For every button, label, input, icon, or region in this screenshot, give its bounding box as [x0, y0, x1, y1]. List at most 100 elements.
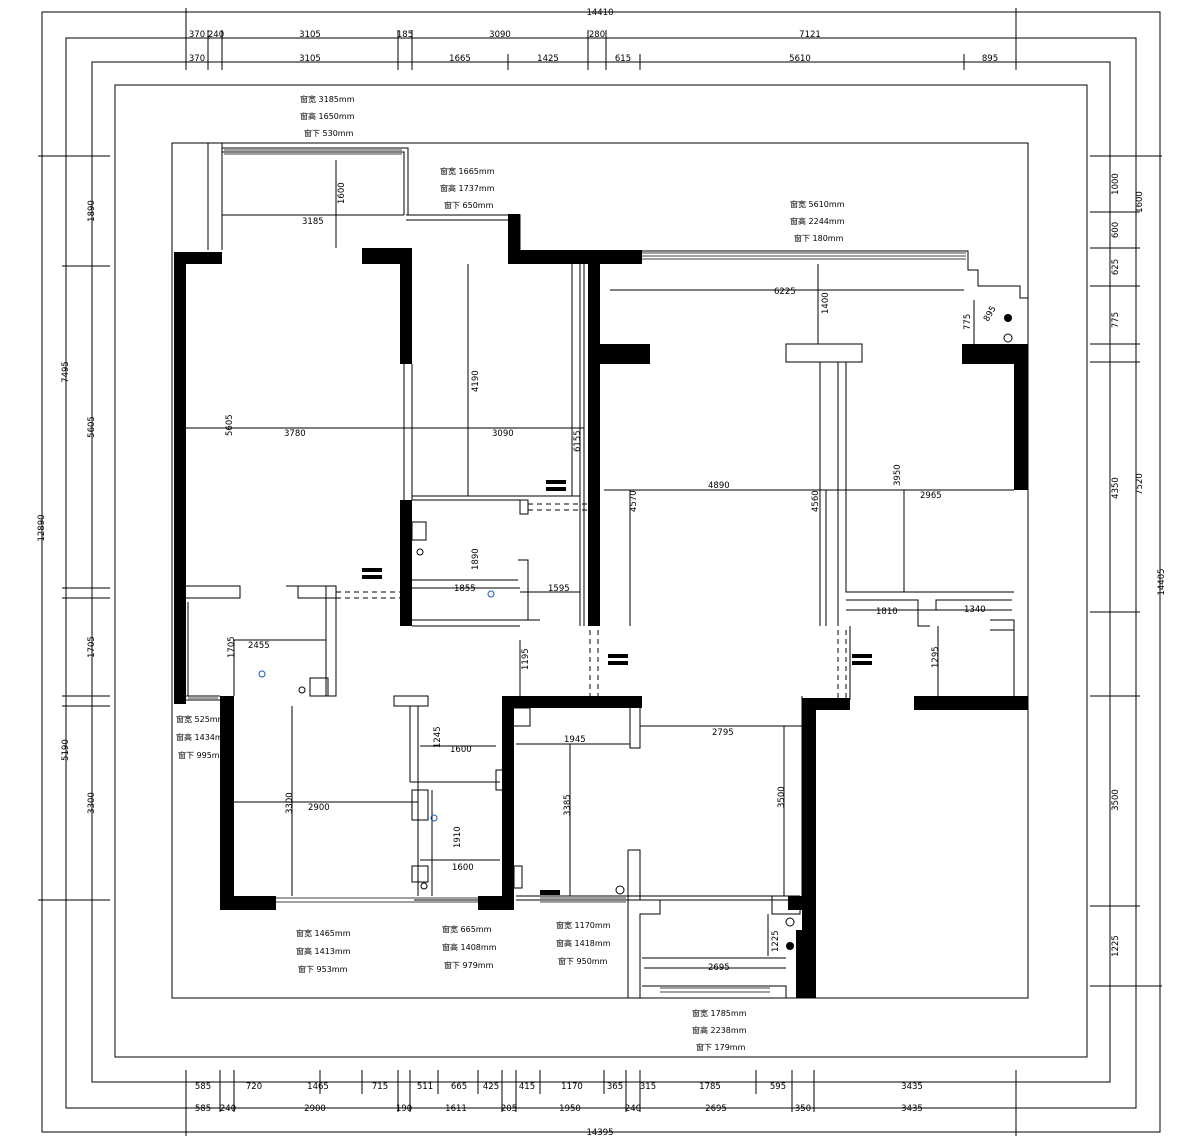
window-note: 窗宽 525mm 窗高 1434mm 窗下 995mm — [176, 714, 231, 760]
fixtures — [258, 314, 1013, 950]
top-dim: 185 — [397, 30, 413, 40]
room-dim: 2695 — [708, 963, 730, 973]
right-dim: 625 — [1111, 259, 1121, 275]
svg-text:窗高 2238mm: 窗高 2238mm — [692, 1025, 747, 1035]
bottom-total-dim: 14395 — [586, 1128, 613, 1138]
room-dim: 895 — [982, 304, 999, 323]
svg-text:窗下 179mm: 窗下 179mm — [696, 1042, 746, 1052]
room-dim: 1600 — [337, 182, 347, 204]
room-dim: 6155 — [573, 430, 583, 452]
electrical-panel-icon — [362, 480, 872, 665]
room-dim: 2965 — [920, 491, 942, 501]
plan-area: 窗宽 3185mm 窗高 1650mm 窗下 530mm 窗宽 1665mm 窗… — [171, 94, 1029, 1052]
svg-text:窗下 979mm: 窗下 979mm — [444, 960, 494, 970]
room-dim: 3950 — [893, 464, 903, 486]
room-dim: 1705 — [227, 636, 237, 658]
room-dim: 4560 — [811, 490, 821, 512]
left-dim: 5190 — [61, 739, 71, 761]
right-dim: 1600 — [1135, 191, 1145, 213]
top-dim: 370 — [189, 30, 205, 40]
room-dim: 1600 — [450, 745, 472, 755]
left-dim: 5605 — [87, 416, 97, 438]
svg-text:窗下 180mm: 窗下 180mm — [794, 233, 844, 243]
right-dim: 1000 — [1111, 173, 1121, 195]
bottom-dim: 511 — [417, 1082, 433, 1092]
window-note: 窗宽 5610mm 窗高 2244mm 窗下 180mm — [790, 199, 845, 243]
top-dim: 1665 — [449, 54, 471, 64]
room-dim: 1855 — [454, 584, 476, 594]
bottom-dim: 240 — [220, 1104, 236, 1114]
room-dim: 775 — [963, 314, 973, 330]
room-dim: 1600 — [452, 863, 474, 873]
bottom-dim: 595 — [770, 1082, 786, 1092]
svg-text:窗宽 1465mm: 窗宽 1465mm — [296, 928, 351, 938]
right-total-dim: 14405 — [1157, 568, 1167, 595]
pipe-icon — [786, 942, 794, 950]
room-dim: 1195 — [521, 648, 531, 670]
top-dim: 240 — [208, 30, 224, 40]
bottom-dim: 350 — [795, 1104, 811, 1114]
top-dim: 280 — [589, 30, 605, 40]
room-dim: 1295 — [931, 646, 941, 668]
balcony-outline — [207, 143, 521, 262]
svg-text:窗下 950mm: 窗下 950mm — [558, 956, 608, 966]
bottom-dim: 3435 — [901, 1104, 923, 1114]
bottom-ticks — [185, 1070, 1017, 1136]
bottom-dim: 1950 — [559, 1104, 581, 1114]
svg-text:窗宽 3185mm: 窗宽 3185mm — [300, 94, 355, 104]
top-dim: 5610 — [789, 54, 811, 64]
room-dim: 1810 — [876, 607, 898, 617]
room-dim: 5605 — [225, 414, 235, 436]
room-dimensions: 3185 1600 3780 5605 4190 3090 6155 6225 … — [225, 182, 999, 973]
room-dim: 1945 — [564, 735, 586, 745]
window-note: 窗宽 1785mm 窗高 2238mm 窗下 179mm — [692, 1008, 747, 1052]
bottom-dim: 1785 — [699, 1082, 721, 1092]
bottom-dim: 715 — [372, 1082, 388, 1092]
left-total-dim: 12890 — [37, 514, 47, 541]
toilet-icon — [411, 521, 427, 541]
room-dim: 4890 — [708, 481, 730, 491]
top-dim: 370 — [189, 54, 205, 64]
room-dim: 3780 — [284, 429, 306, 439]
pipe-icon — [1003, 333, 1013, 343]
wall-left — [174, 252, 186, 704]
top-dim: 3105 — [299, 30, 321, 40]
top-dim: 1425 — [537, 54, 559, 64]
svg-text:窗下 995mm: 窗下 995mm — [178, 750, 228, 760]
right-dim: 4350 — [1111, 477, 1121, 499]
top-dim: 3090 — [489, 30, 511, 40]
svg-text:窗宽 665mm: 窗宽 665mm — [442, 924, 492, 934]
right-dim: 775 — [1111, 312, 1121, 328]
svg-text:窗高 1650mm: 窗高 1650mm — [300, 111, 355, 121]
left-dim: 1890 — [87, 200, 97, 222]
top-ticks — [185, 8, 1017, 70]
bottom-dim: 720 — [246, 1082, 262, 1092]
svg-text:窗下 650mm: 窗下 650mm — [444, 200, 494, 210]
room-dim: 1245 — [433, 726, 443, 748]
svg-text:窗高 1737mm: 窗高 1737mm — [440, 183, 495, 193]
svg-text:窗宽 1785mm: 窗宽 1785mm — [692, 1008, 747, 1018]
dimension-frame: 14410 370 240 3105 185 3090 280 7121 370… — [37, 8, 1167, 1138]
left-dim: 3300 — [87, 792, 97, 814]
room-dim: 2795 — [712, 728, 734, 738]
svg-text:窗高 1418mm: 窗高 1418mm — [556, 938, 611, 948]
svg-text:窗高 2244mm: 窗高 2244mm — [790, 216, 845, 226]
room-dim: 3385 — [563, 794, 573, 816]
svg-text:窗下 530mm: 窗下 530mm — [304, 128, 354, 138]
bottom-dim: 190 — [396, 1104, 412, 1114]
room-dim: 3090 — [492, 429, 514, 439]
top-dim: 895 — [982, 54, 998, 64]
room-dim: 3500 — [777, 786, 787, 808]
left-dim: 1705 — [87, 636, 97, 658]
drain-icon — [487, 590, 495, 598]
bottom-dim: 205 — [501, 1104, 517, 1114]
bottom-dim: 425 — [483, 1082, 499, 1092]
room-dim: 2900 — [308, 803, 330, 813]
svg-text:窗高 1408mm: 窗高 1408mm — [442, 942, 497, 952]
bottom-dim: 2900 — [304, 1104, 326, 1114]
bottom-dim: 365 — [607, 1082, 623, 1092]
drain-icon — [258, 670, 266, 678]
right-dim: 600 — [1111, 222, 1121, 238]
bottom-dim: 2695 — [705, 1104, 727, 1114]
room-dim: 1400 — [821, 292, 831, 314]
